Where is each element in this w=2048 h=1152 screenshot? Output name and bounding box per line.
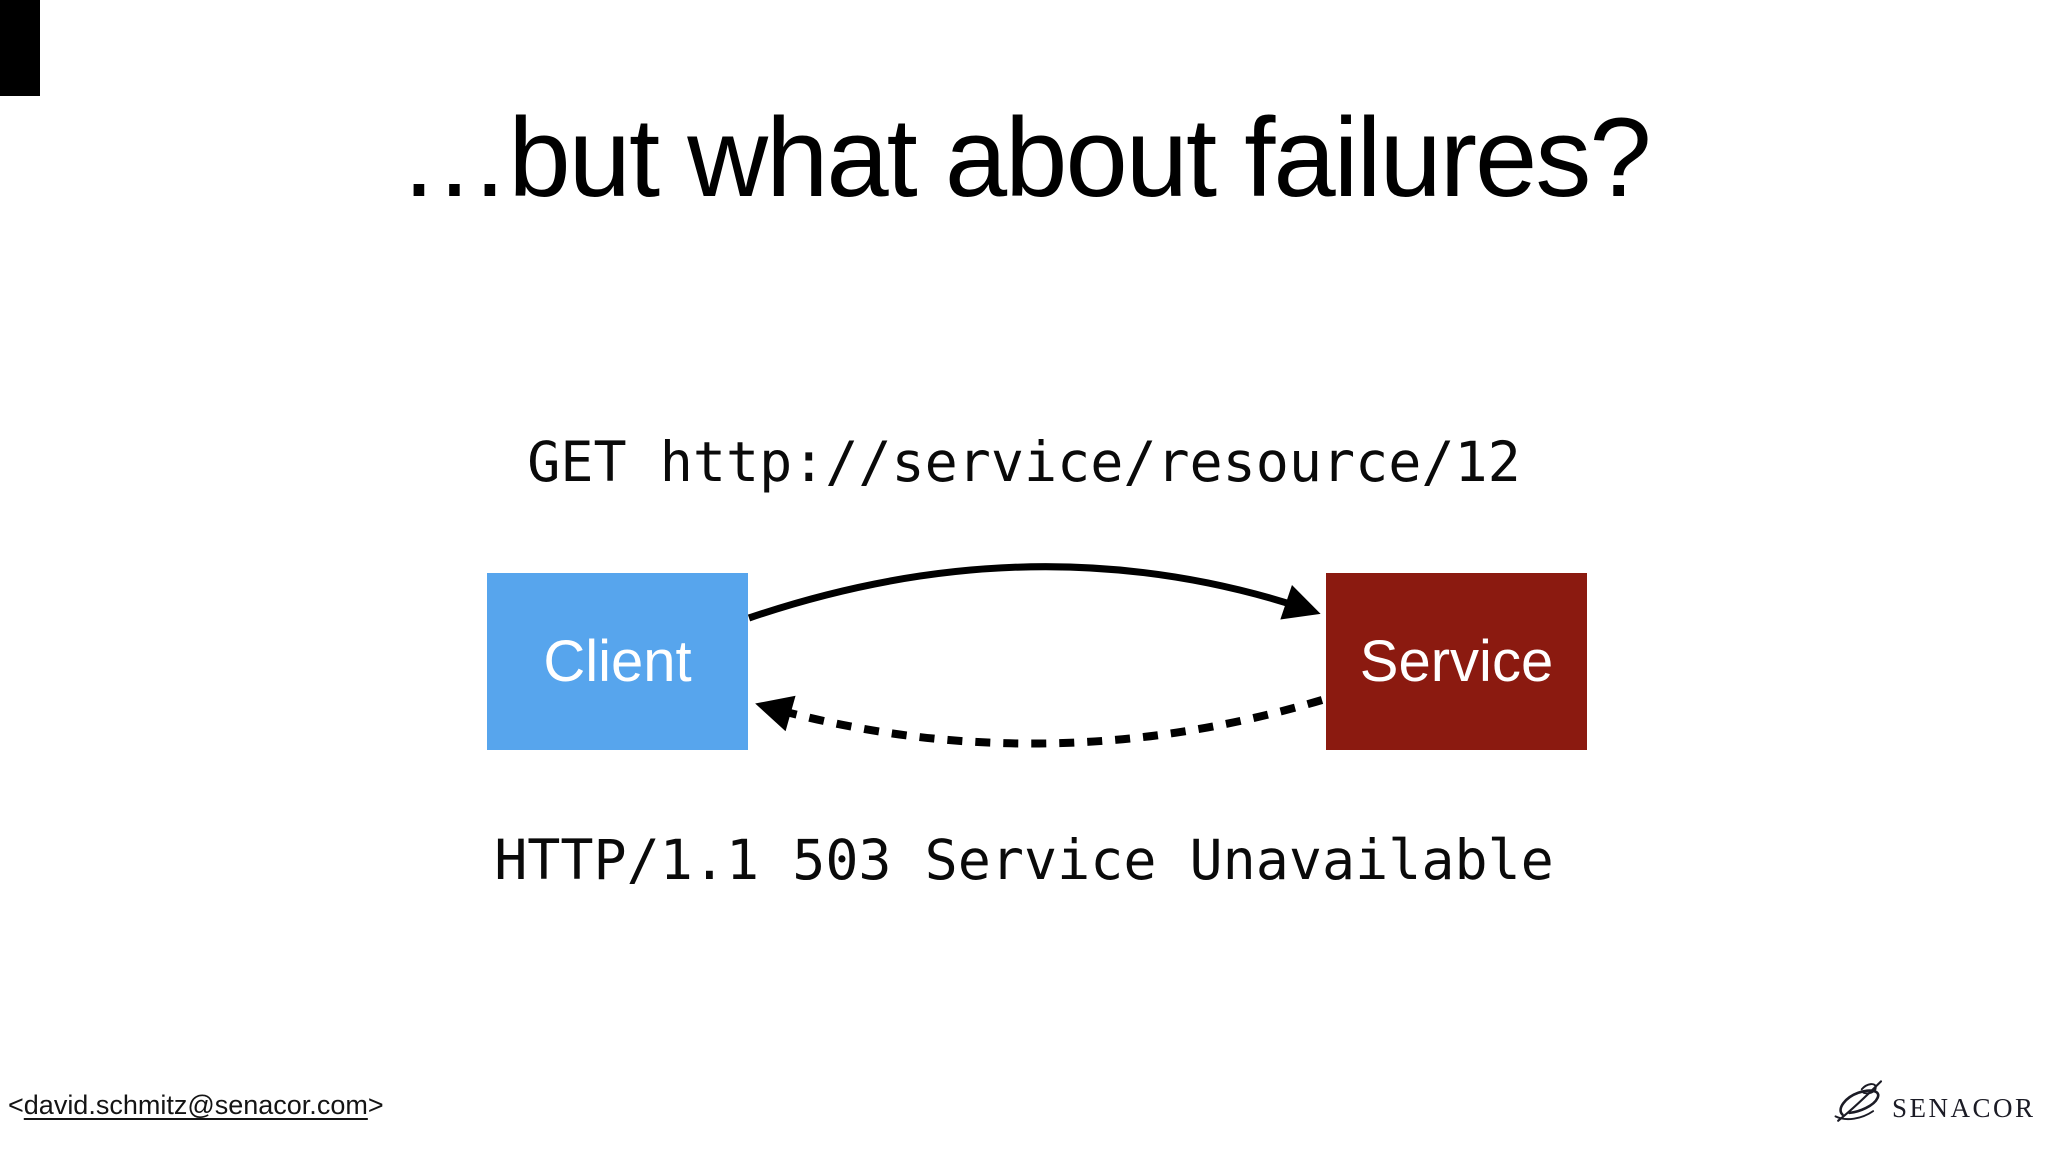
senacor-logo: SENACOR bbox=[1832, 1078, 2036, 1125]
senacor-swirl-icon bbox=[1834, 1080, 1883, 1122]
email-open-bracket: < bbox=[8, 1090, 24, 1120]
email-link[interactable]: david.schmitz@senacor.com bbox=[23, 1090, 368, 1120]
solid-curved-arrow-right-icon bbox=[747, 563, 1321, 622]
slide-title: …but what about failures? bbox=[398, 95, 1651, 220]
service-box-label: Service bbox=[1359, 628, 1554, 694]
email-close-bracket: > bbox=[367, 1090, 384, 1120]
request-message: GET http://service/resource/12 bbox=[527, 430, 1521, 494]
dashed-curved-arrow-left-icon bbox=[755, 695, 1324, 748]
top-left-black-block bbox=[0, 0, 40, 96]
client-box-label: Client bbox=[543, 628, 692, 694]
author-email: <david.schmitz@senacor.com> bbox=[8, 1090, 384, 1121]
service-box: Service bbox=[1326, 573, 1587, 750]
response-message: HTTP/1.1 503 Service Unavailable bbox=[494, 828, 1554, 892]
senacor-logo-text: SENACOR bbox=[1892, 1093, 2036, 1123]
client-box: Client bbox=[487, 573, 748, 750]
